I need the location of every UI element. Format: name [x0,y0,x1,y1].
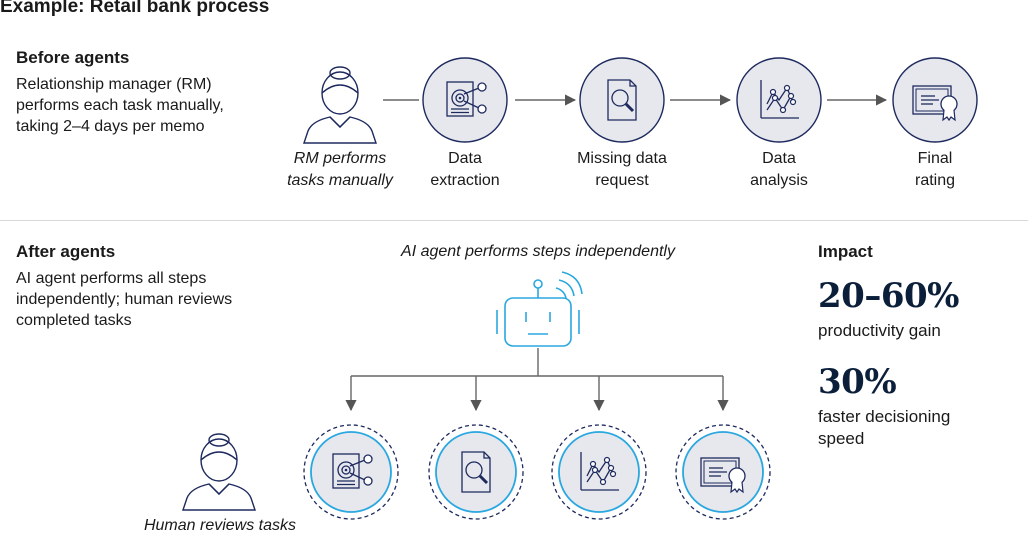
agent-line-chart-icon [551,424,647,520]
magnifier-icon [579,57,665,143]
rm-caption-line: RM performs [293,150,387,167]
agent-caption-text: AI agent performs steps independently [401,243,675,260]
impact-label-line: speed [818,429,865,448]
rm-person-icon [303,66,377,144]
step-label-line: request [595,172,649,189]
agent-caption: AI agent performs steps independently [338,241,738,263]
after-description-line: AI agent performs all steps [16,270,207,287]
before-description: Relationship manager (RM) performs each … [16,74,224,137]
distribution-tree [345,348,729,412]
after-description-line: completed tasks [16,312,132,329]
agent-magnifier-icon [428,424,524,520]
impact-label-productivity: productivity gain [818,320,941,342]
line-chart-icon [736,57,822,143]
step-label-missing-data: Missing data request [552,148,692,192]
page-title: Example: Retail bank process [0,0,270,17]
impact-label-line: faster decisioning [818,407,951,426]
before-description-line: performs each task manually, [16,97,224,114]
section-divider [0,220,1028,221]
step-label-line: extraction [430,172,500,189]
after-description-line: independently; human reviews [16,291,233,308]
rm-caption-line: tasks manually [287,172,393,189]
step-label-data-extraction: Data extraction [405,148,525,192]
step-label-line: Final [917,150,953,167]
step-label-data-analysis: Data analysis [719,148,839,192]
impact-value-decisioning: 30% [818,362,897,402]
human-caption: Human reviews tasks [110,515,330,537]
step-label-line: Missing data [577,150,667,167]
human-caption-text: Human reviews tasks [143,517,297,534]
certificate-icon [892,57,978,143]
before-description-line: Relationship manager (RM) [16,76,212,93]
step-label-line: analysis [750,172,808,189]
impact-label-decisioning: faster decisioning speed [818,406,950,450]
impact-label-line: productivity gain [818,321,941,340]
rm-caption: RM performs tasks manually [260,148,420,192]
robot-icon [496,271,583,347]
data-extraction-icon [422,57,508,143]
after-heading: After agents [16,242,116,261]
after-description: AI agent performs all steps independentl… [16,268,232,331]
step-label-line: Data [762,150,796,167]
before-description-line: taking 2–4 days per memo [16,118,205,135]
before-heading: Before agents [16,48,130,67]
step-label-final-rating: Final rating [875,148,995,192]
human-reviewer-icon [182,433,256,511]
agent-certificate-icon [675,424,771,520]
impact-heading: Impact [818,242,873,261]
step-label-line: rating [914,172,956,189]
step-label-line: Data [448,150,482,167]
agent-data-extraction-icon [303,424,399,520]
impact-value-productivity: 20–60% [818,276,959,316]
